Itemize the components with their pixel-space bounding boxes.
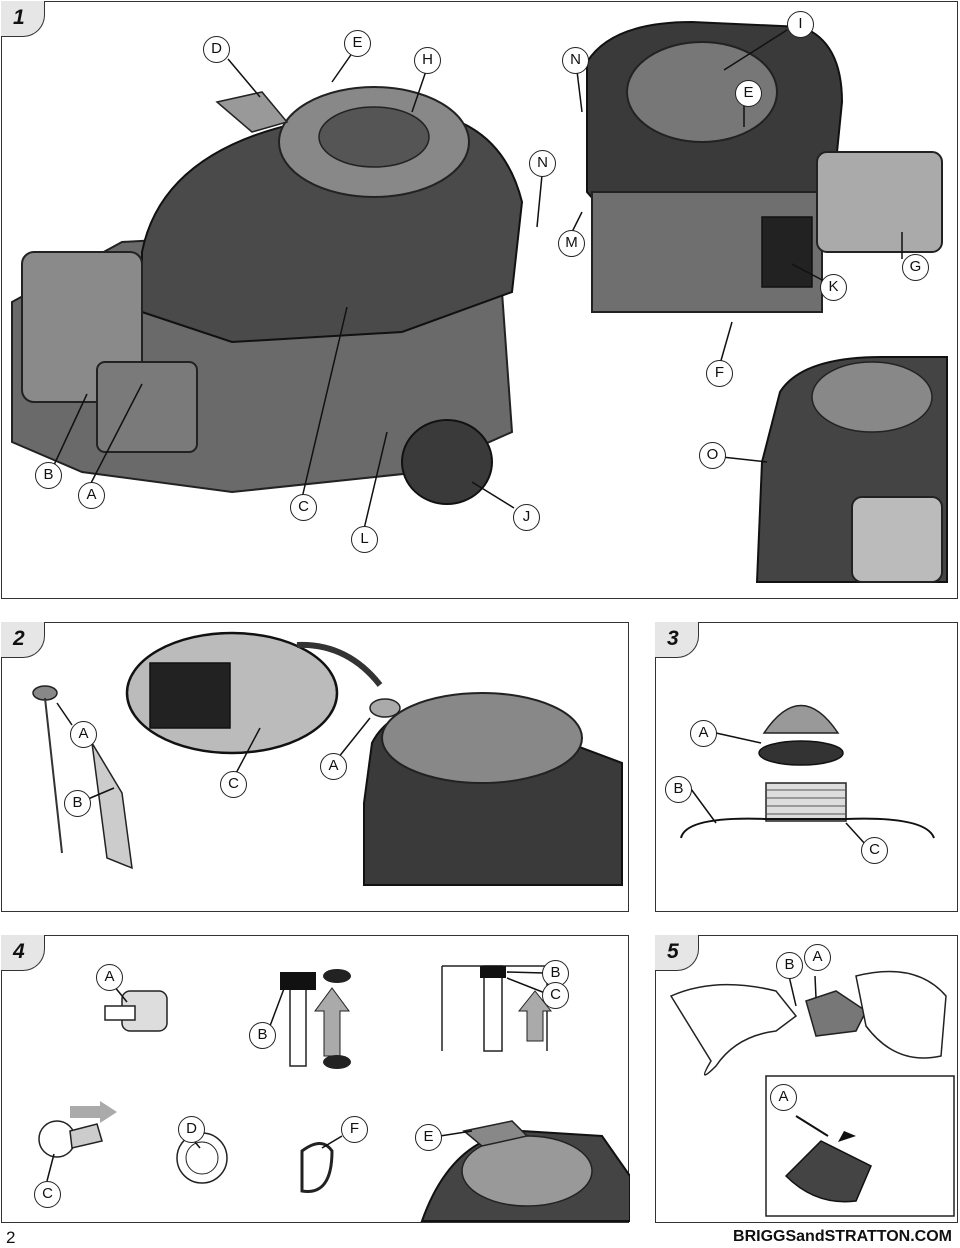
spark-plug-illustration [669,970,955,1217]
callout-e: E [735,80,762,107]
callout-c: C [290,494,317,521]
website-link[interactable]: BRIGGSandSTRATTON.COM [733,1228,952,1245]
oil-fill-illustration [32,631,623,886]
callout-c: C [542,982,569,1009]
callout-c: C [34,1181,61,1208]
callout-a: A [804,944,831,971]
figure-number-badge: 2 [1,622,45,658]
callout-f: F [341,1116,368,1143]
callout-f: F [706,360,733,387]
callout-b: B [249,1022,276,1049]
callout-d: D [203,36,230,63]
callout-h: H [414,47,441,74]
callout-c: C [861,837,888,864]
figure-1-panel: 1 D E H I N [1,1,958,599]
callout-a: A [96,964,123,991]
callout-l: L [351,526,378,553]
callout-n: N [529,150,556,177]
callout-b: B [35,462,62,489]
callout-b: B [776,952,803,979]
figure-3-panel: 3 A B C [655,622,958,912]
callout-g: G [902,254,929,281]
figure-number-badge: 4 [1,935,45,971]
callout-i: I [787,11,814,38]
engine-illustration [11,20,948,583]
callout-o: O [699,442,726,469]
figure-4-panel: 4 A B B C C D F E [1,935,630,1223]
controls-illustration [38,965,630,1222]
figure-2-panel: 2 A B C A [1,622,629,912]
figure-number-badge: 1 [1,1,45,37]
callout-a: A [770,1084,797,1111]
figure-number-badge: 3 [655,622,699,658]
callout-n: N [562,47,589,74]
callout-m: M [558,230,585,257]
callout-b: B [665,776,692,803]
callout-a: A [690,720,717,747]
callout-k: K [820,274,847,301]
figure-number-badge: 5 [655,935,699,971]
callout-a: A [78,482,105,509]
callout-c: C [220,771,247,798]
page-number: 2 [6,1228,16,1247]
callout-a: A [70,721,97,748]
figure-5-panel: 5 B A A [655,935,958,1223]
callout-a: A [320,753,347,780]
callout-e: E [344,30,371,57]
callout-e: E [415,1124,442,1151]
callout-b: B [64,790,91,817]
callout-j: J [513,504,540,531]
fuel-cap-illustration [680,704,935,846]
callout-d: D [178,1116,205,1143]
